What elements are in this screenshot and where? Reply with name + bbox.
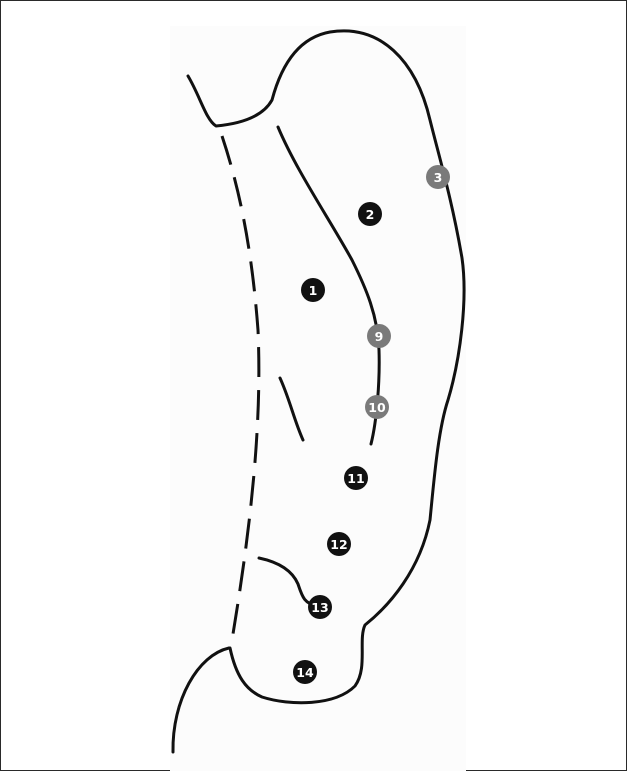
marker-2: 2 xyxy=(358,202,382,226)
marker-label: 10 xyxy=(368,400,386,415)
marker-label: 2 xyxy=(366,207,375,222)
marker-label: 13 xyxy=(311,600,328,615)
marker-14: 14 xyxy=(293,660,317,684)
marker-12: 12 xyxy=(327,532,351,556)
marker-10: 10 xyxy=(365,395,389,419)
marker-11: 11 xyxy=(344,466,368,490)
marker-label: 9 xyxy=(375,329,384,344)
marker-label: 14 xyxy=(296,665,314,680)
marker-1: 1 xyxy=(301,278,325,302)
marker-label: 12 xyxy=(330,537,347,552)
attachment-dashed-line xyxy=(222,136,259,640)
marker-label: 3 xyxy=(434,170,443,185)
lower-hook-line xyxy=(259,558,318,606)
marker-3: 3 xyxy=(426,165,450,189)
marker-label: 1 xyxy=(309,283,318,298)
marker-9: 9 xyxy=(367,324,391,348)
marker-13: 13 xyxy=(308,595,332,619)
antihelix-line xyxy=(278,127,379,444)
inner-crease-line xyxy=(280,378,303,440)
marker-label: 11 xyxy=(347,471,364,486)
neck-contour xyxy=(173,648,229,752)
